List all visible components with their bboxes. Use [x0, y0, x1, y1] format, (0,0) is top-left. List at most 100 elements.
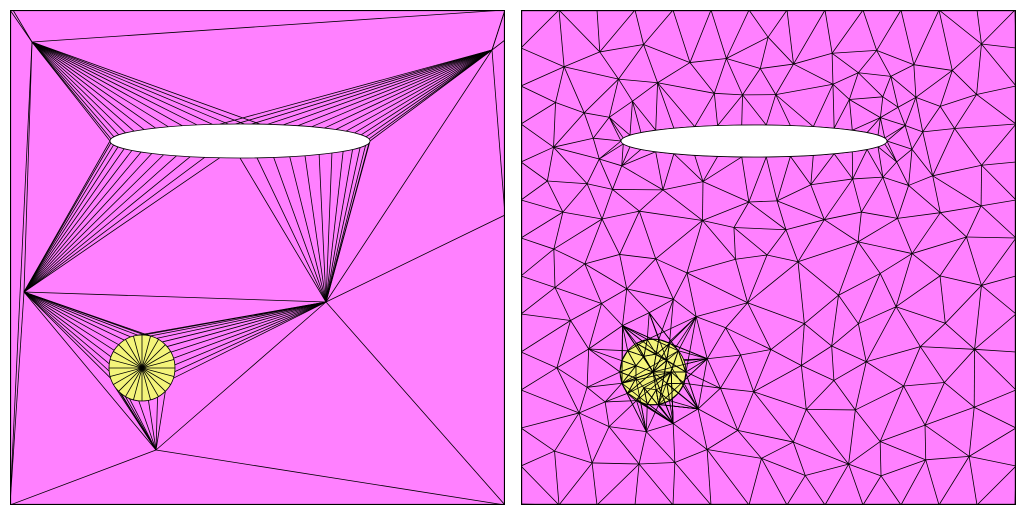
inclusion-edge	[646, 339, 657, 355]
mesh-edge	[852, 178, 862, 213]
mesh-edge	[553, 218, 603, 250]
mesh-edge	[879, 385, 904, 442]
mesh-edge	[592, 117, 610, 139]
mesh-edge	[669, 316, 697, 344]
fan-edge	[23, 148, 125, 293]
mesh-edge	[733, 227, 786, 231]
mesh-edge	[521, 211, 564, 239]
inclusion-edge	[652, 358, 708, 373]
mesh-edge	[904, 125, 913, 150]
mesh-edge	[797, 219, 825, 262]
inclusion-edge	[643, 339, 648, 357]
inclusion-spoke	[125, 339, 143, 369]
mesh-edge	[806, 408, 856, 411]
mesh-edge	[879, 441, 882, 476]
mesh-edge	[753, 391, 794, 443]
mesh-edge	[31, 10, 505, 43]
mesh-edge	[621, 143, 624, 166]
inclusion-edge	[627, 371, 672, 394]
mesh-edge	[737, 429, 794, 443]
mesh-edge	[848, 72, 859, 100]
fan-edge	[23, 291, 131, 338]
mesh-edge	[915, 96, 941, 107]
fan-edge	[325, 153, 333, 303]
inclusion-edge	[627, 350, 637, 366]
mesh-edge	[775, 83, 834, 96]
mesh-edge	[626, 288, 650, 314]
mesh-edge	[981, 43, 1016, 87]
mesh-edge	[938, 10, 982, 45]
mesh-edge	[686, 272, 697, 317]
fan-edge	[23, 291, 110, 372]
mesh-edge	[733, 227, 768, 256]
mesh-edge	[832, 83, 850, 100]
mesh-edge	[848, 99, 853, 131]
mesh-edge	[634, 10, 644, 45]
mesh-edge	[804, 294, 839, 324]
mesh-edge	[10, 291, 25, 505]
mesh-edge	[655, 82, 658, 131]
mesh-edge	[588, 303, 602, 350]
fan-edge	[31, 41, 169, 128]
mesh-edge	[855, 385, 904, 411]
mesh-edge	[621, 151, 656, 167]
mesh-edge	[939, 275, 982, 286]
mesh-edge	[521, 427, 555, 452]
mesh-edge	[655, 258, 688, 274]
mesh-edge	[521, 161, 548, 182]
mesh-edge	[726, 58, 761, 69]
mesh-edge	[672, 423, 708, 450]
mesh-edge	[647, 316, 697, 340]
mesh-edge	[10, 41, 33, 505]
mesh-edge	[608, 426, 640, 465]
mesh-edge	[521, 180, 548, 201]
mesh-edge	[968, 427, 1016, 457]
fan-edge	[304, 155, 327, 303]
fan-edge	[31, 41, 198, 126]
mesh-edge	[521, 320, 571, 353]
inclusion-edge	[683, 371, 687, 384]
mesh-edge	[645, 404, 660, 432]
mesh-edge	[981, 43, 1016, 49]
mesh-edge	[880, 106, 899, 118]
ellipse-hole	[620, 124, 888, 158]
mesh-edge	[915, 70, 953, 98]
mesh-edge	[838, 294, 859, 324]
inclusion-edge	[635, 371, 654, 379]
mesh-edge	[879, 253, 913, 274]
mesh-edge	[939, 275, 946, 324]
fan-edge	[360, 49, 493, 136]
mesh-edge	[932, 175, 982, 207]
inclusion-spoke	[141, 367, 174, 377]
mesh-edge	[776, 200, 825, 221]
mesh-edge	[639, 189, 664, 212]
fan-edge	[324, 49, 493, 129]
mesh-edge	[900, 10, 915, 65]
mesh-edge	[932, 175, 941, 213]
mesh-edge	[981, 123, 1016, 166]
mesh-edge	[521, 275, 556, 288]
fan-edge	[23, 154, 164, 293]
fan-edge	[282, 49, 493, 126]
mesh-edge	[23, 41, 33, 293]
mesh-edge	[587, 382, 623, 388]
mesh-edge	[596, 463, 640, 505]
mesh-edge	[578, 387, 588, 414]
mesh-edge	[521, 248, 555, 277]
mesh-edge	[810, 178, 853, 186]
mesh-edge	[908, 185, 941, 213]
mesh-edge	[838, 241, 859, 296]
mesh-edge	[578, 412, 593, 464]
mesh-edge	[662, 153, 675, 190]
mesh-edge	[896, 148, 913, 163]
mesh-edge	[554, 450, 593, 464]
mesh-edge	[556, 348, 589, 369]
mesh-edge	[622, 288, 628, 326]
mesh-edge	[554, 287, 571, 321]
mesh-edge	[810, 153, 835, 185]
mesh-edge	[599, 10, 636, 53]
mesh-edge	[976, 10, 982, 45]
inclusion-spoke	[113, 351, 143, 369]
inclusion-edge	[648, 312, 679, 352]
inclusion-edge	[658, 360, 668, 405]
